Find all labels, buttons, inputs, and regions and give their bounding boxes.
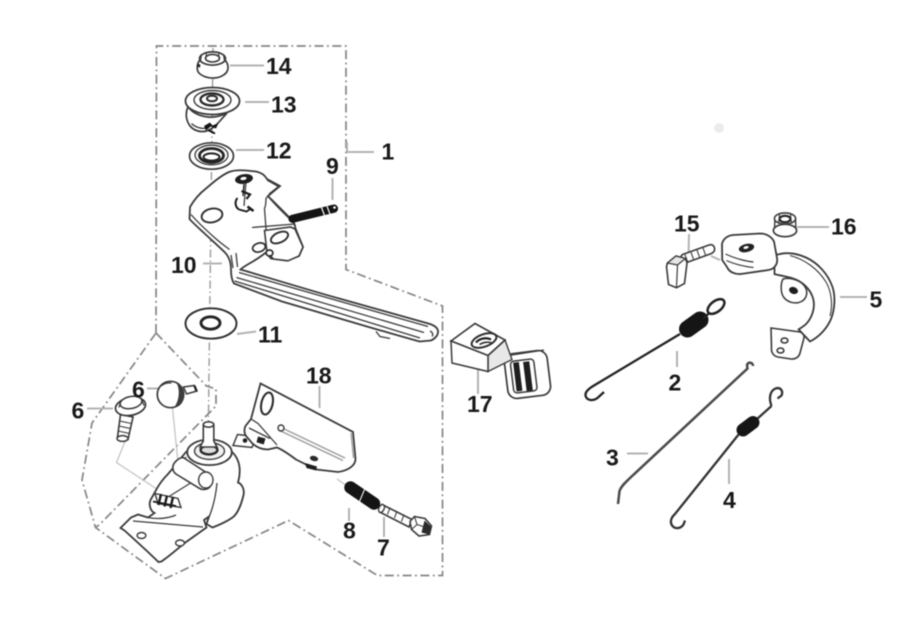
svg-text:9: 9 <box>326 153 339 179</box>
svg-text:11: 11 <box>258 322 283 348</box>
svg-text:18: 18 <box>306 363 332 389</box>
svg-text:14: 14 <box>266 53 292 79</box>
svg-text:5: 5 <box>870 287 883 313</box>
svg-text:12: 12 <box>266 138 292 164</box>
svg-text:7: 7 <box>377 535 390 561</box>
svg-text:10: 10 <box>171 252 197 278</box>
svg-text:16: 16 <box>831 214 857 240</box>
svg-text:15: 15 <box>674 211 700 237</box>
svg-text:2: 2 <box>669 370 682 396</box>
svg-text:1: 1 <box>382 139 395 165</box>
svg-text:6: 6 <box>72 398 85 424</box>
svg-text:6: 6 <box>132 377 145 403</box>
svg-text:13: 13 <box>271 92 297 118</box>
svg-text:8: 8 <box>343 518 356 544</box>
svg-text:17: 17 <box>467 391 493 417</box>
svg-text:4: 4 <box>723 487 736 513</box>
svg-text:3: 3 <box>606 445 619 471</box>
